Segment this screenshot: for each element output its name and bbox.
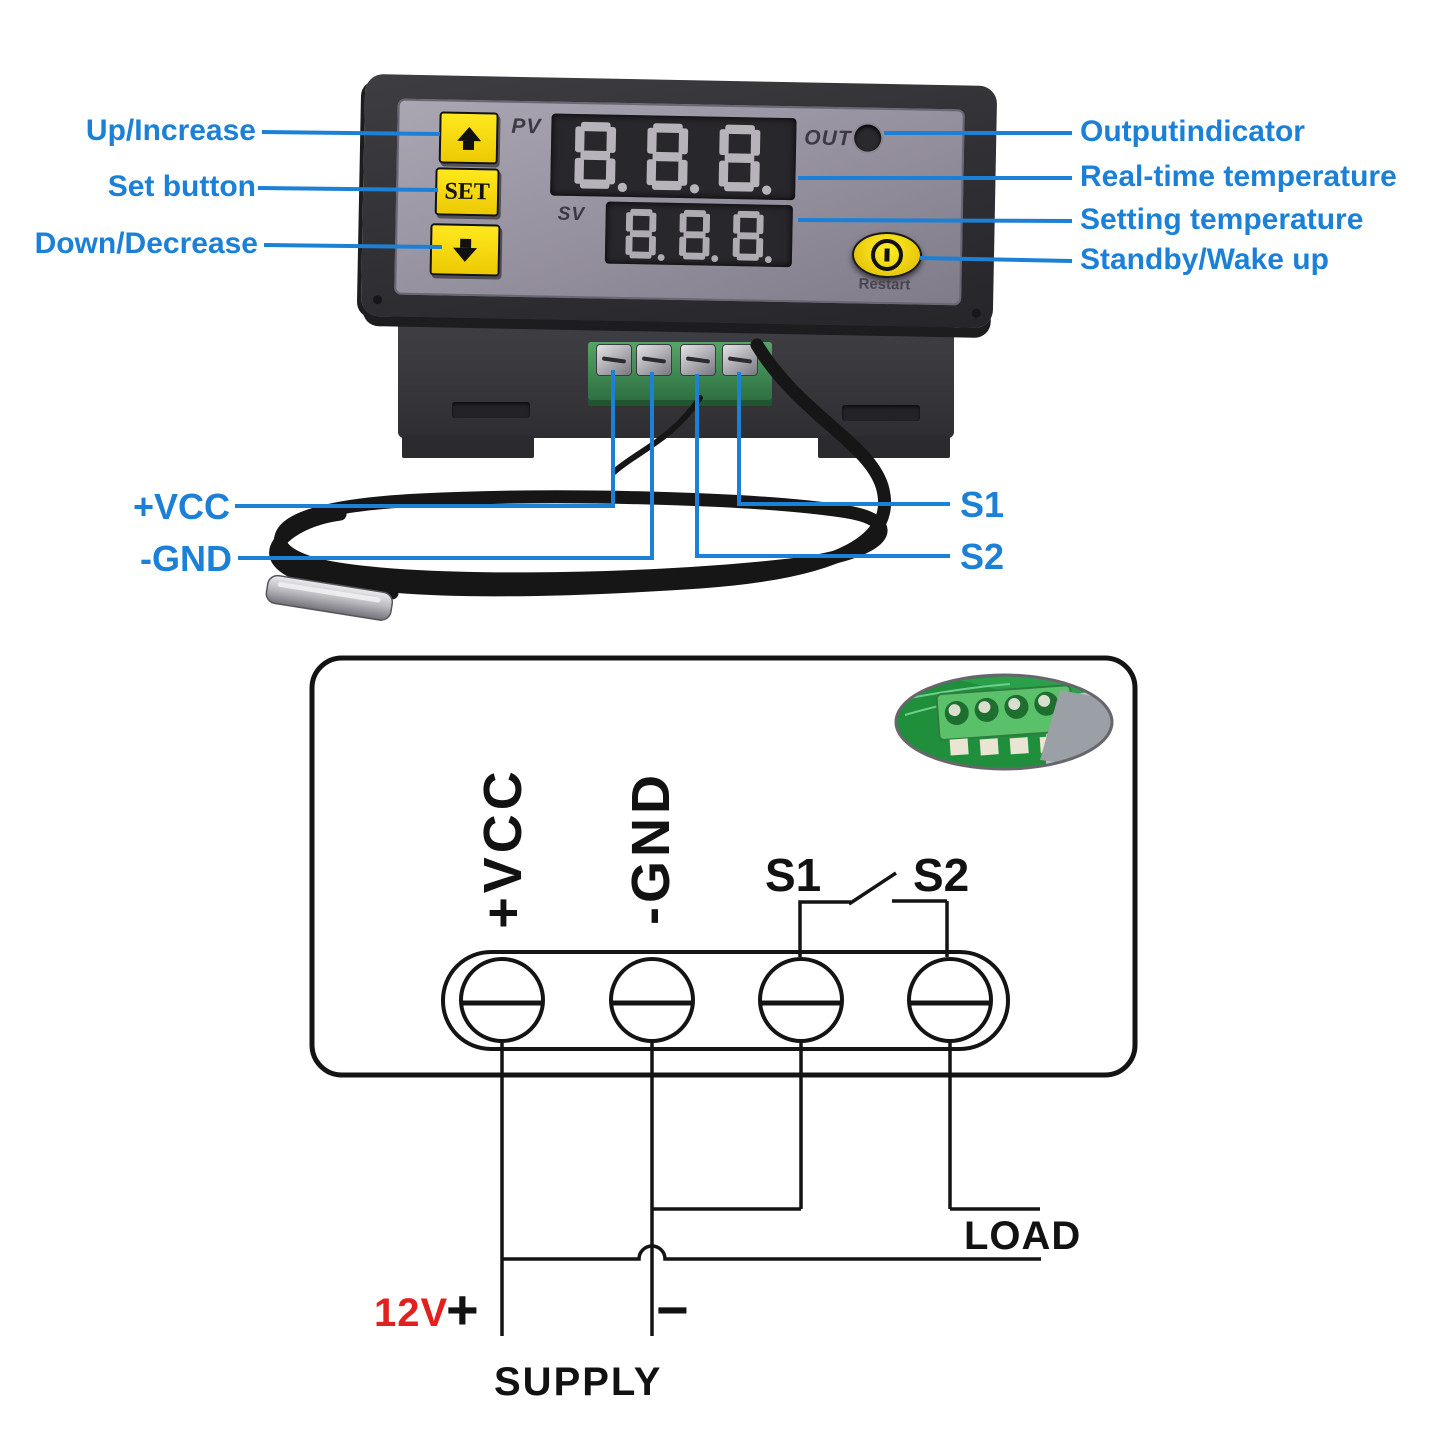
circuit-wires [500, 871, 1041, 1336]
diagram-s2-label: S2 [913, 849, 970, 901]
terminal-screw-4 [722, 344, 758, 376]
terminal-screw-3 [680, 344, 716, 376]
plus-sign: + [446, 1278, 479, 1341]
set-button-label: SET [444, 177, 491, 205]
callout-setting-temperature: Setting temperature [1080, 203, 1364, 236]
diagram-gnd-label: -GND [621, 771, 681, 925]
supply-label: SUPPLY [494, 1360, 663, 1404]
down-arrow-stem [459, 238, 471, 248]
up-arrow-stem [462, 140, 475, 150]
pv-digits [573, 121, 771, 195]
callout-realtime-temperature: Real-time temperature [1080, 160, 1397, 193]
pv-display [550, 113, 797, 201]
out-label: OUT [804, 126, 852, 151]
minus-sign: − [656, 1278, 689, 1341]
output-indicator-led [853, 124, 882, 152]
restart-label: Restart [858, 275, 911, 294]
callout-set-button: Set button [107, 170, 256, 203]
callout-output-indicator: Outputindicator [1080, 115, 1305, 148]
up-button [438, 111, 499, 165]
diagram-terminals [459, 957, 993, 1043]
wire-label-vcc: +VCC [132, 486, 230, 527]
pv-label: PV [511, 114, 542, 139]
power-icon [870, 238, 904, 272]
sensor-probe [265, 574, 394, 621]
callout-down-decrease: Down/Decrease [34, 227, 258, 260]
wire-label-s2: S2 [960, 536, 1005, 577]
voltage-label: 12V [374, 1291, 449, 1335]
restart-button [851, 231, 923, 279]
housing-foot-left [402, 436, 534, 458]
mounting-slot-right [842, 405, 920, 421]
temperature-controller: SET PV OUT SV [360, 73, 998, 329]
down-button [429, 223, 501, 277]
sv-display [604, 201, 793, 268]
diagram-vcc-label: +VCC [473, 767, 533, 929]
callout-up-increase: Up/Increase [85, 114, 256, 147]
front-panel: SET PV OUT SV [394, 98, 965, 306]
housing-foot-right [818, 436, 950, 458]
sv-label: SV [557, 203, 586, 226]
mounting-slot-left [452, 402, 530, 418]
load-label: LOAD [964, 1214, 1082, 1258]
terminal-photo-inset [894, 673, 1114, 771]
up-arrow-icon [456, 126, 481, 141]
callout-standby-wakeup: Standby/Wake up [1080, 243, 1329, 276]
sv-digits [624, 208, 772, 263]
terminal-screw-1 [596, 344, 632, 376]
wire-label-gnd: -GND [140, 538, 232, 579]
down-arrow-icon [452, 247, 478, 262]
set-button: SET [434, 167, 500, 217]
diagram-border [309, 655, 1138, 1078]
wire-label-s1: S1 [960, 484, 1005, 525]
diagram-s1-label: S1 [765, 849, 822, 901]
terminal-screw-2 [636, 344, 672, 376]
